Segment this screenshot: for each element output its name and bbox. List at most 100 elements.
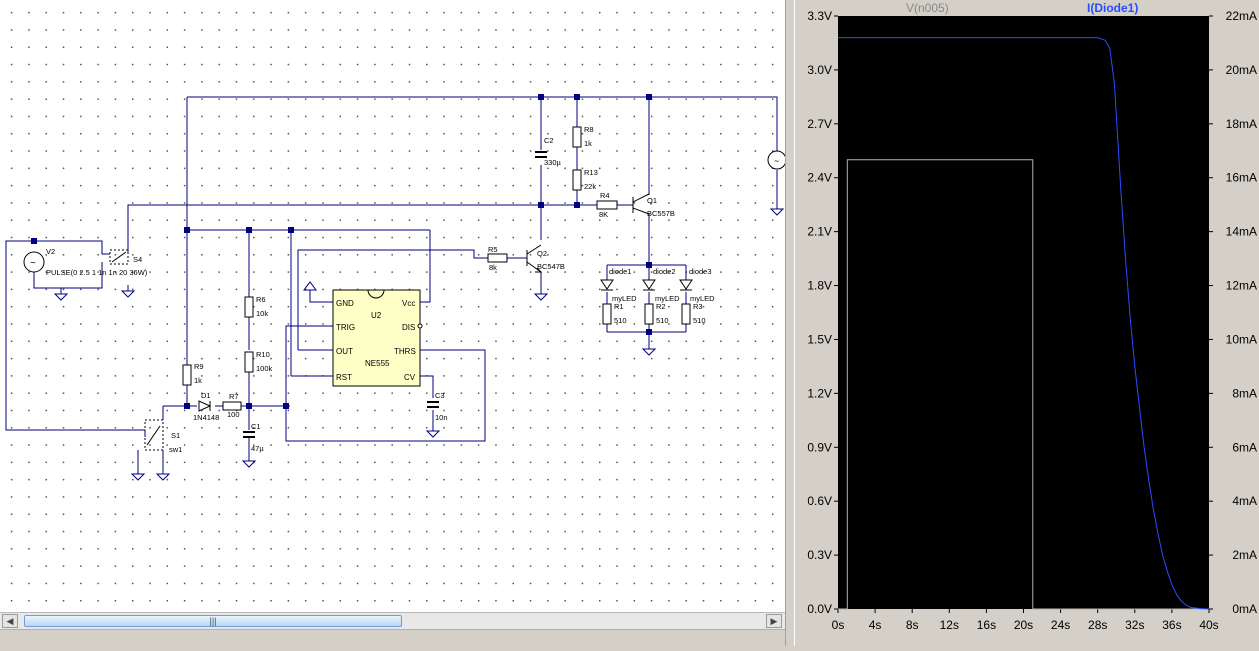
- pane-splitter[interactable]: [785, 0, 795, 646]
- status-strip: [0, 629, 785, 646]
- label-v2-ref: V2: [46, 247, 55, 256]
- trace-label-i[interactable]: I(Diode1): [1087, 1, 1138, 15]
- scroll-thumb[interactable]: |||: [24, 615, 402, 627]
- chip-ref: U2: [371, 311, 382, 320]
- label-diode1-ref: diode1: [609, 267, 632, 276]
- schematic-drawing[interactable]: ~ ~ GND TRIG OUT RST Vcc DIS THRS CV U2 …: [0, 0, 787, 612]
- resistor-symbols: [182, 126, 691, 411]
- ne555-chip[interactable]: GND TRIG OUT RST Vcc DIS THRS CV U2 NE55…: [332, 289, 423, 387]
- left-tick-label: 3.0V: [807, 63, 832, 77]
- right-tick-label: 8mA: [1232, 386, 1257, 400]
- scroll-left-button[interactable]: ◀: [2, 614, 18, 628]
- label-r3-value: 510: [693, 316, 706, 325]
- label-r4-ref: R4: [600, 191, 610, 200]
- label-c2-ref: C2: [544, 136, 554, 145]
- x-tick-label: 28s: [1088, 618, 1107, 632]
- label-diode1-value: myLED: [612, 294, 637, 303]
- pin-thrs: THRS: [394, 347, 416, 356]
- left-tick-label: 2.1V: [807, 225, 832, 239]
- pin-rst: RST: [336, 373, 352, 382]
- pin-trig: TRIG: [336, 323, 355, 332]
- label-r10-value: 100k: [256, 364, 273, 373]
- left-tick-label: 3.3V: [807, 9, 832, 23]
- label-v2-value: PULSE(0 2.5 1 1n 1n 20 36W): [46, 268, 148, 277]
- label-r1-value: 510: [614, 316, 627, 325]
- right-tick-label: 18mA: [1226, 117, 1257, 131]
- plot-area[interactable]: [838, 16, 1209, 609]
- trace-label-v[interactable]: V(n005): [906, 1, 949, 15]
- diode-symbols: [198, 279, 693, 412]
- label-r8-ref: R8: [584, 125, 594, 134]
- scroll-grip-icon: |||: [209, 616, 217, 626]
- label-r5-ref: R5: [488, 245, 498, 254]
- label-r13-ref: R13: [584, 168, 598, 177]
- left-tick-label: 1.8V: [807, 279, 832, 293]
- right-tick-label: 0mA: [1232, 602, 1257, 616]
- label-r9-ref: R9: [194, 362, 204, 371]
- right-tick-label: 20mA: [1226, 63, 1257, 77]
- trace-v-n005[interactable]: [838, 159, 1209, 610]
- pin-vcc: Vcc: [402, 299, 415, 308]
- right-axis: 22mA20mA18mA16mA14mA12mA10mA8mA6mA4mA2mA…: [1209, 9, 1257, 616]
- right-tick-label: 4mA: [1232, 494, 1257, 508]
- pin-out: OUT: [336, 347, 353, 356]
- label-c1-ref: C1: [251, 422, 261, 431]
- label-r5-value: 8k: [489, 263, 497, 272]
- right-tick-label: 10mA: [1226, 332, 1257, 346]
- left-axis: 3.3V3.0V2.7V2.4V2.1V1.8V1.5V1.2V0.9V0.6V…: [807, 9, 838, 616]
- label-r8-value: 1k: [584, 139, 592, 148]
- label-q1-ref: Q1: [647, 196, 657, 205]
- label-r4-value: 8K: [599, 210, 608, 219]
- label-s4-ref: S4: [133, 255, 142, 264]
- wires: [5, 96, 778, 442]
- label-r10-ref: R10: [256, 350, 270, 359]
- left-tick-label: 0.3V: [807, 548, 832, 562]
- schematic-horizontal-scrollbar[interactable]: ◀ ||| ▶: [0, 612, 785, 629]
- left-tick-label: 2.4V: [807, 171, 832, 185]
- label-r1-ref: R1: [614, 302, 624, 311]
- left-tick-label: 0.6V: [807, 494, 832, 508]
- right-tick-label: 12mA: [1226, 279, 1257, 293]
- label-c2-value: 330µ: [544, 158, 562, 167]
- label-r2-ref: R2: [656, 302, 666, 311]
- label-r13-value: 22k: [584, 182, 596, 191]
- x-tick-label: 8s: [906, 618, 919, 632]
- plot-canvas[interactable]: 3.3V3.0V2.7V2.4V2.1V1.8V1.5V1.2V0.9V0.6V…: [795, 0, 1259, 646]
- right-tick-label: 16mA: [1226, 171, 1257, 185]
- left-tick-label: 0.0V: [807, 602, 832, 616]
- ground-symbols: [54, 202, 784, 481]
- chip-part: NE555: [365, 359, 390, 368]
- label-q2-value: BC547B: [537, 262, 565, 271]
- label-diode3-value: myLED: [690, 294, 715, 303]
- label-d1-ref: D1: [201, 391, 211, 400]
- right-tick-label: 2mA: [1232, 548, 1257, 562]
- label-s1-value: sw1: [169, 445, 182, 454]
- svg-text:~: ~: [30, 258, 36, 269]
- schematic-canvas[interactable]: ~ ~ GND TRIG OUT RST Vcc DIS THRS CV U2 …: [0, 0, 787, 612]
- label-s1-ref: S1: [171, 431, 180, 440]
- x-tick-label: 24s: [1051, 618, 1070, 632]
- scroll-right-button[interactable]: ▶: [766, 614, 782, 628]
- x-tick-label: 4s: [869, 618, 882, 632]
- x-tick-label: 16s: [977, 618, 996, 632]
- transistor-symbols: [526, 193, 650, 273]
- x-tick-label: 20s: [1014, 618, 1033, 632]
- x-tick-label: 12s: [940, 618, 959, 632]
- right-tick-label: 6mA: [1232, 440, 1257, 454]
- right-tick-label: 22mA: [1226, 9, 1257, 23]
- x-tick-label: 32s: [1125, 618, 1144, 632]
- label-q2-ref: Q2: [537, 249, 547, 258]
- voltage-sources: ~ ~: [23, 150, 787, 273]
- pin-gnd: GND: [336, 299, 354, 308]
- label-c3-ref: C3: [435, 391, 445, 400]
- component-labels: V2 PULSE(0 2.5 1 1n 1n 20 36W) S4 S1 sw1…: [46, 125, 715, 454]
- label-c3-value: 10n: [435, 413, 448, 422]
- label-diode3-ref: diode3: [689, 267, 712, 276]
- label-diode2-value: myLED: [655, 294, 680, 303]
- label-r7-ref: R7: [229, 392, 239, 401]
- pin-dis: DIS: [402, 323, 415, 332]
- trace-i-diode1[interactable]: [838, 37, 1210, 610]
- junctions: [31, 94, 652, 409]
